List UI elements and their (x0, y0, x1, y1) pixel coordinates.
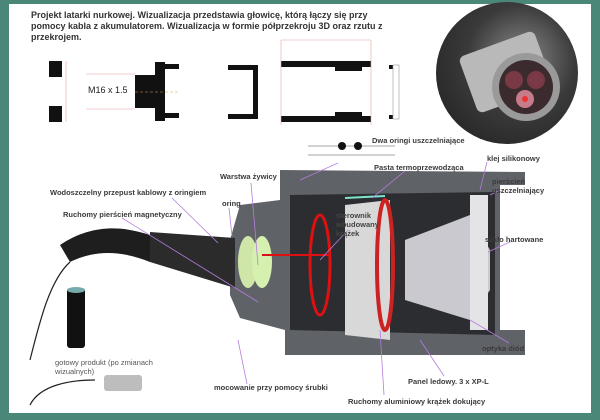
part-gland-drawing (86, 62, 179, 121)
label-cable-gland: Wodoszczelny przepust kablowy z oringiem (50, 188, 207, 197)
label-docking-disc: Ruchomy aluminiowy krążek dokujący (348, 397, 486, 406)
head-cross-section (230, 170, 525, 355)
finished-product-images (29, 261, 142, 406)
label-oring: oring (222, 199, 241, 208)
part-tube-drawing (280, 39, 372, 125)
label-finished-product: gotowy produkt (po zmianach wizualnych) (55, 358, 153, 376)
leader-lines (121, 161, 511, 396)
label-two-orings: Dwa oringi uszczelniające (372, 136, 465, 145)
part-ring-drawing (49, 61, 67, 122)
cable-gland (60, 228, 235, 288)
flashlight-photo-illustration (459, 31, 560, 121)
label-silicone-glue: klej silikonowy (487, 154, 540, 163)
part-cap-drawing (228, 65, 258, 119)
label-magnetic-ring: Ruchomy pierścień magnetyczny (63, 210, 182, 219)
label-screw-mount: mocowanie przy pomocy śrubki (214, 383, 328, 392)
label-sealing-ring: pierścień uszczelniający (492, 177, 545, 195)
label-thermal-paste: Pasta termoprzewodząca (374, 163, 464, 172)
label-led-panel: Panel ledowy. 3 x XP-L (408, 377, 489, 386)
oring-detail (308, 142, 395, 156)
label-tempered-glass: szkło hartowane (485, 235, 544, 244)
page-title: Projekt latarki nurkowej. Wizualizacja p… (31, 10, 383, 42)
label-diode-optics: optyka diód (482, 344, 525, 353)
part-glass-drawing (389, 64, 400, 120)
label-resin-layer: Warstwa żywicy (220, 172, 277, 181)
product-photo (436, 2, 578, 144)
label-driver: sterownik wbudowany krążek (336, 211, 379, 238)
thread-label: M16 x 1.5 (88, 85, 128, 95)
